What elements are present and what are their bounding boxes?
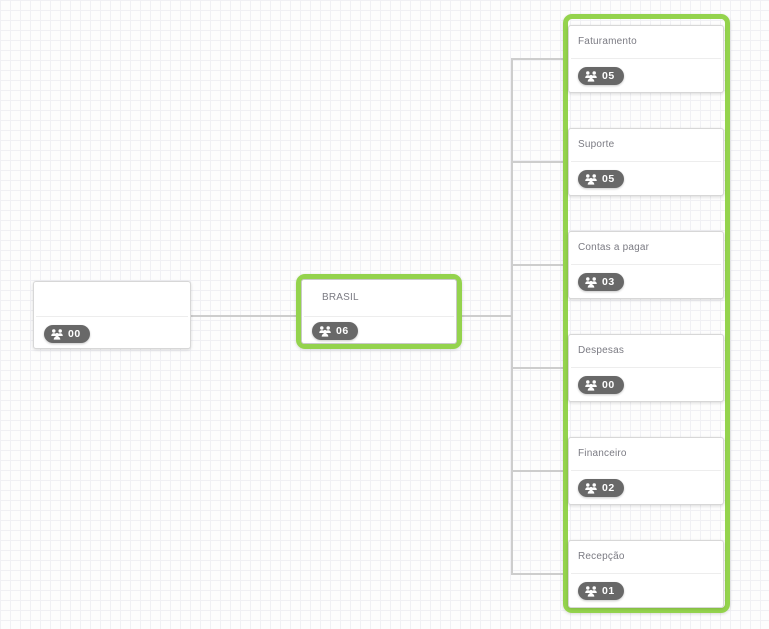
member-count: 03 <box>602 276 615 288</box>
connector-line <box>511 470 568 472</box>
connector-line <box>511 367 568 369</box>
member-count-badge[interactable]: 00 <box>578 376 624 394</box>
users-icon <box>318 325 332 337</box>
member-count-badge[interactable]: 02 <box>578 479 624 497</box>
member-count-badge[interactable]: 01 <box>578 582 624 600</box>
member-count-badge[interactable]: 06 <box>312 322 358 340</box>
divider <box>571 573 721 574</box>
node-title: Despesas <box>578 345 625 356</box>
member-count: 00 <box>68 328 81 340</box>
node-title: BRASIL <box>322 292 359 303</box>
users-icon <box>584 482 598 494</box>
member-count-badge[interactable]: 05 <box>578 170 624 188</box>
member-count: 05 <box>602 70 615 82</box>
connector-line <box>511 58 568 60</box>
users-icon <box>584 70 598 82</box>
divider <box>571 58 721 59</box>
users-icon <box>584 379 598 391</box>
node-title: Suporte <box>578 139 615 150</box>
users-icon <box>584 585 598 597</box>
node-title: Financeiro <box>578 448 627 459</box>
member-count-badge[interactable]: 00 <box>44 325 90 343</box>
divider <box>304 316 454 317</box>
connector-line <box>511 264 568 266</box>
divider <box>571 367 721 368</box>
selected-group-outline: Faturamento 05 Suporte <box>563 14 730 613</box>
divider <box>571 161 721 162</box>
divider <box>36 316 188 317</box>
org-node-root[interactable]: 00 <box>33 281 191 349</box>
divider <box>571 470 721 471</box>
member-count: 06 <box>336 325 349 337</box>
connector-trunk-line <box>511 58 513 575</box>
org-node-department[interactable]: Recepção 01 <box>568 540 724 608</box>
org-node-department[interactable]: Suporte 05 <box>568 128 724 196</box>
org-node-department[interactable]: Financeiro 02 <box>568 437 724 505</box>
member-count-badge[interactable]: 03 <box>578 273 624 291</box>
connector-line <box>511 161 568 163</box>
connector-line <box>461 315 512 317</box>
selected-node-outline: BRASIL 06 <box>296 274 462 349</box>
member-count: 00 <box>602 379 615 391</box>
node-title: Contas a pagar <box>578 242 650 253</box>
org-node-department[interactable]: Contas a pagar 03 <box>568 231 724 299</box>
users-icon <box>50 328 64 340</box>
member-count: 02 <box>602 482 615 494</box>
member-count: 01 <box>602 585 615 597</box>
node-title: Faturamento <box>578 36 637 47</box>
org-node-department[interactable]: Faturamento 05 <box>568 25 724 93</box>
node-title: Recepção <box>578 551 625 562</box>
users-icon <box>584 173 598 185</box>
divider <box>571 264 721 265</box>
connector-line <box>190 315 297 317</box>
member-count: 05 <box>602 173 615 185</box>
org-node-department[interactable]: Despesas 00 <box>568 334 724 402</box>
org-node-company[interactable]: BRASIL 06 <box>301 279 457 344</box>
member-count-badge[interactable]: 05 <box>578 67 624 85</box>
users-icon <box>584 276 598 288</box>
connector-line <box>511 573 568 575</box>
